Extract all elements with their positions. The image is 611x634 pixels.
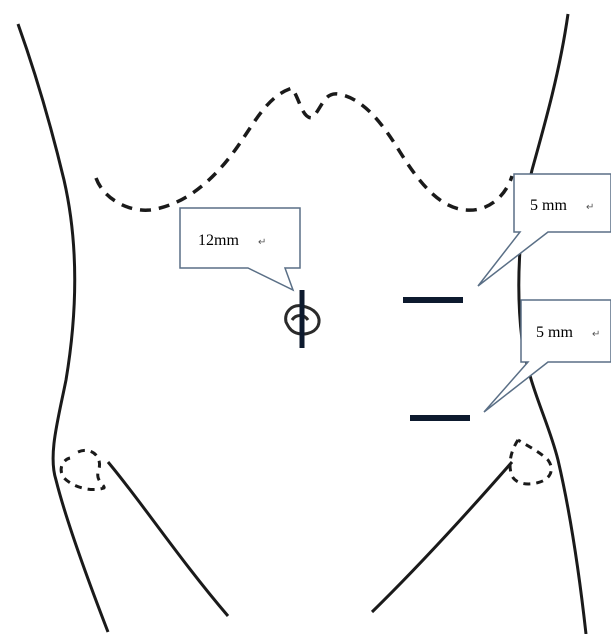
callout-lower-port-return-mark: ↵	[592, 329, 600, 340]
callout-umbilical: 12mm ↵	[180, 208, 300, 290]
left-groin-line	[108, 462, 228, 616]
callout-upper-port: 5 mm ↵	[478, 174, 611, 286]
right-iliac-outline	[510, 440, 551, 484]
rib-cage-outline	[96, 88, 512, 210]
callout-upper-port-box	[478, 174, 611, 286]
callout-umbilical-label: 12mm	[198, 232, 239, 249]
right-groin-line	[372, 462, 512, 612]
callout-umbilical-return-mark: ↵	[258, 237, 266, 248]
callout-umbilical-box	[180, 208, 300, 290]
callout-upper-port-label: 5 mm	[530, 197, 567, 214]
left-iliac-outline	[61, 450, 104, 489]
callout-upper-port-return-mark: ↵	[586, 202, 594, 213]
callout-lower-port-box	[484, 300, 611, 412]
torso-left-outline	[18, 24, 108, 632]
callout-lower-port-label: 5 mm	[536, 324, 573, 341]
callout-lower-port: 5 mm ↵	[484, 300, 611, 412]
